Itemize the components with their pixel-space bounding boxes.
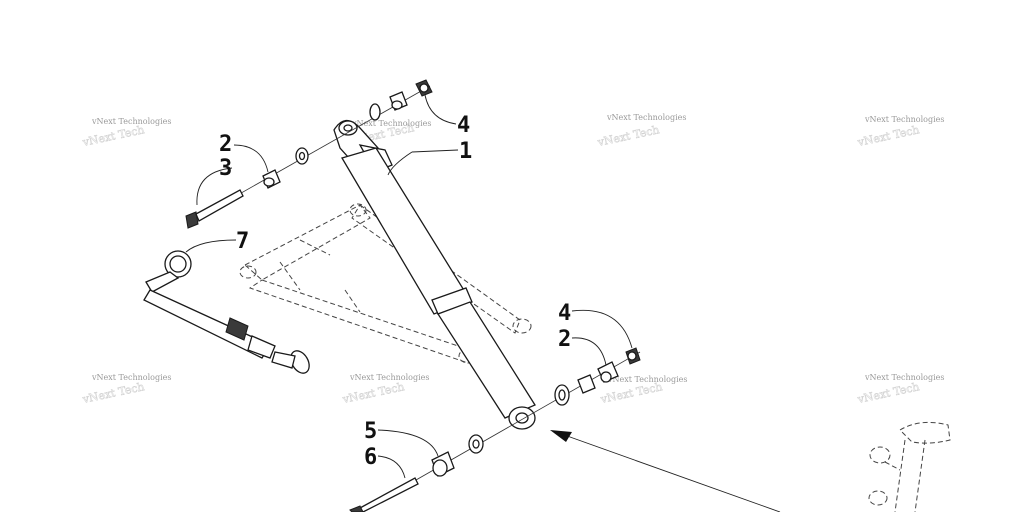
callout-4-upper: 4 — [457, 113, 470, 138]
callout-2-lower: 2 — [558, 327, 571, 352]
callout-3: 3 — [219, 156, 232, 181]
svg-text:vNext Tech: vNext Tech — [856, 380, 921, 406]
watermark-text: vNext Technologies — [91, 373, 171, 382]
leader-lines — [185, 94, 633, 479]
svg-text:vNext Tech: vNext Tech — [599, 380, 664, 406]
upper-hardware — [185, 79, 433, 229]
callout-6: 6 — [364, 445, 377, 470]
svg-text:vNext Tech: vNext Tech — [341, 380, 406, 406]
assembly-arrow — [550, 430, 781, 512]
watermark-7: vNext Tech vNext Technologies — [598, 375, 687, 406]
watermark-4: vNext Tech vNext Technologies — [855, 115, 944, 149]
shock-absorber-icon — [333, 119, 536, 430]
callout-7: 7 — [236, 229, 249, 254]
watermark-text: vNext Technologies — [864, 115, 944, 124]
watermark-3: vNext Tech vNext Technologies — [595, 113, 686, 149]
watermark-1: vNext Tech vNext Technologies — [80, 117, 171, 149]
watermark-text: vNext Technologies — [349, 373, 429, 382]
callout-5: 5 — [364, 419, 377, 444]
spindle-icon — [868, 421, 951, 512]
callout-labels: 1 2 3 4 7 4 2 5 6 — [219, 113, 571, 470]
svg-text:vNext Tech: vNext Tech — [81, 380, 146, 406]
callout-2-upper: 2 — [219, 132, 232, 157]
watermark-5: vNext Tech vNext Technologies — [80, 373, 171, 406]
svg-text:vNext Tech: vNext Tech — [856, 123, 921, 149]
svg-text:vNext Tech: vNext Tech — [81, 123, 146, 149]
callout-4-lower: 4 — [558, 301, 571, 326]
shock-pump-icon — [143, 250, 310, 374]
watermark-text: vNext Technologies — [351, 119, 431, 128]
watermark-text: vNext Technologies — [606, 113, 686, 122]
watermark-text: vNext Technologies — [864, 373, 944, 382]
watermark-6: vNext Tech vNext Technologies — [340, 373, 429, 406]
svg-text:vNext Tech: vNext Tech — [596, 123, 661, 149]
watermark-group: vNext Tech vNext Technologies vNext Tech… — [80, 113, 944, 406]
watermark-text: vNext Technologies — [607, 375, 687, 384]
a-arm-icon — [239, 203, 532, 364]
callout-1: 1 — [459, 139, 472, 164]
lower-hardware — [349, 347, 641, 512]
watermark-8: vNext Tech vNext Technologies — [855, 373, 944, 406]
watermark-text: vNext Technologies — [91, 117, 171, 126]
